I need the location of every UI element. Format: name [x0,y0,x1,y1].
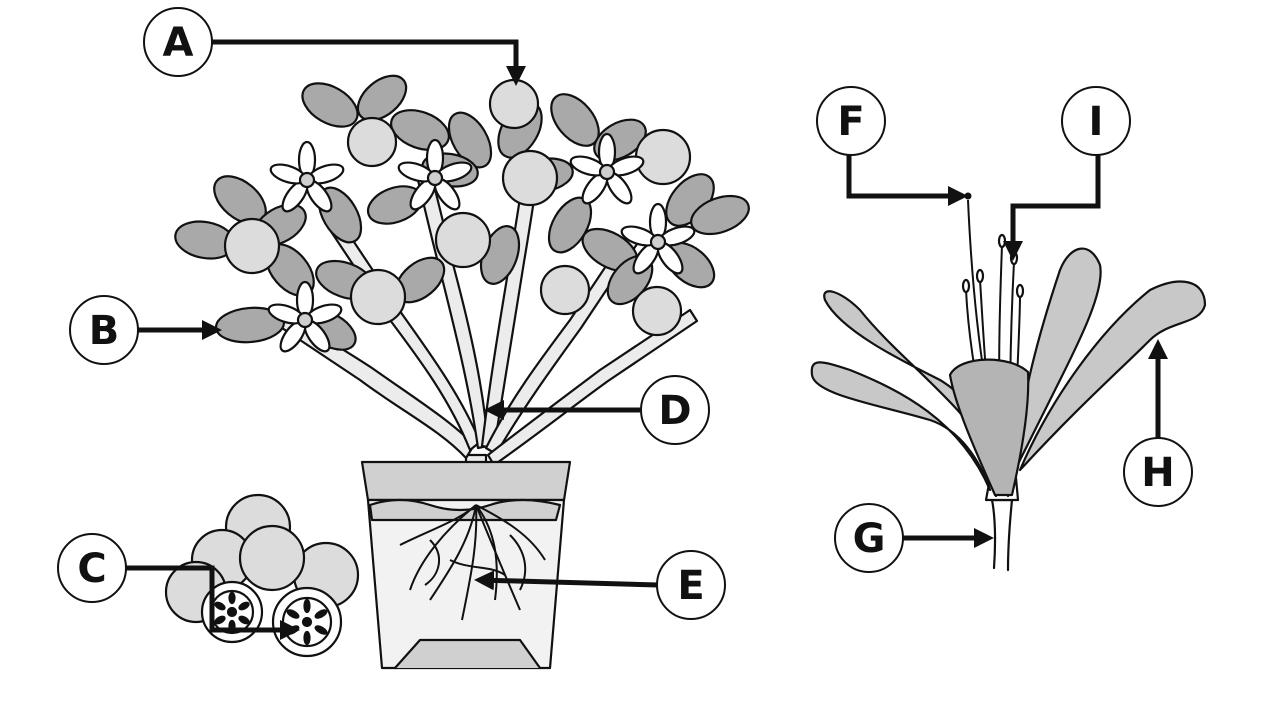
svg-text:B: B [89,308,120,354]
label-i: I [1061,86,1131,156]
roots [399,504,546,621]
arrow-a [212,39,526,86]
arrow-c [126,565,300,640]
label-b: B [69,295,139,365]
flower-stem [990,498,1014,572]
flower-petal [1018,280,1207,472]
svg-text:E: E [677,563,704,609]
label-d: D [640,375,710,445]
svg-text:H: H [1141,450,1174,496]
tree-illustration [174,74,750,670]
arrow-e [474,570,659,591]
fruit-cross-section [200,580,264,644]
svg-text:I: I [1089,99,1104,145]
stigma [964,192,972,200]
label-h: H [1123,437,1193,507]
label-a: A [143,7,213,77]
flower-petal-front [948,358,1030,497]
fruit-cross-section [271,586,343,658]
label-e: E [656,550,726,620]
svg-text:G: G [853,516,886,562]
svg-text:F: F [837,99,864,145]
flower-petal [810,361,992,492]
tree-fruits [223,78,692,337]
label-c: C [57,533,127,603]
label-g: G [834,503,904,573]
svg-text:A: A [163,20,194,66]
leader-arrows [126,39,1168,640]
svg-text:C: C [77,546,106,592]
svg-text:D: D [658,388,691,434]
label-f: F [816,86,886,156]
label-markers: A B C D E F G H [57,7,1193,620]
tree-blossoms [267,132,696,353]
arrow-f [846,154,968,206]
flower-detail-illustration [810,192,1207,572]
arrow-i [1003,154,1101,261]
flower-petal [1013,247,1102,472]
